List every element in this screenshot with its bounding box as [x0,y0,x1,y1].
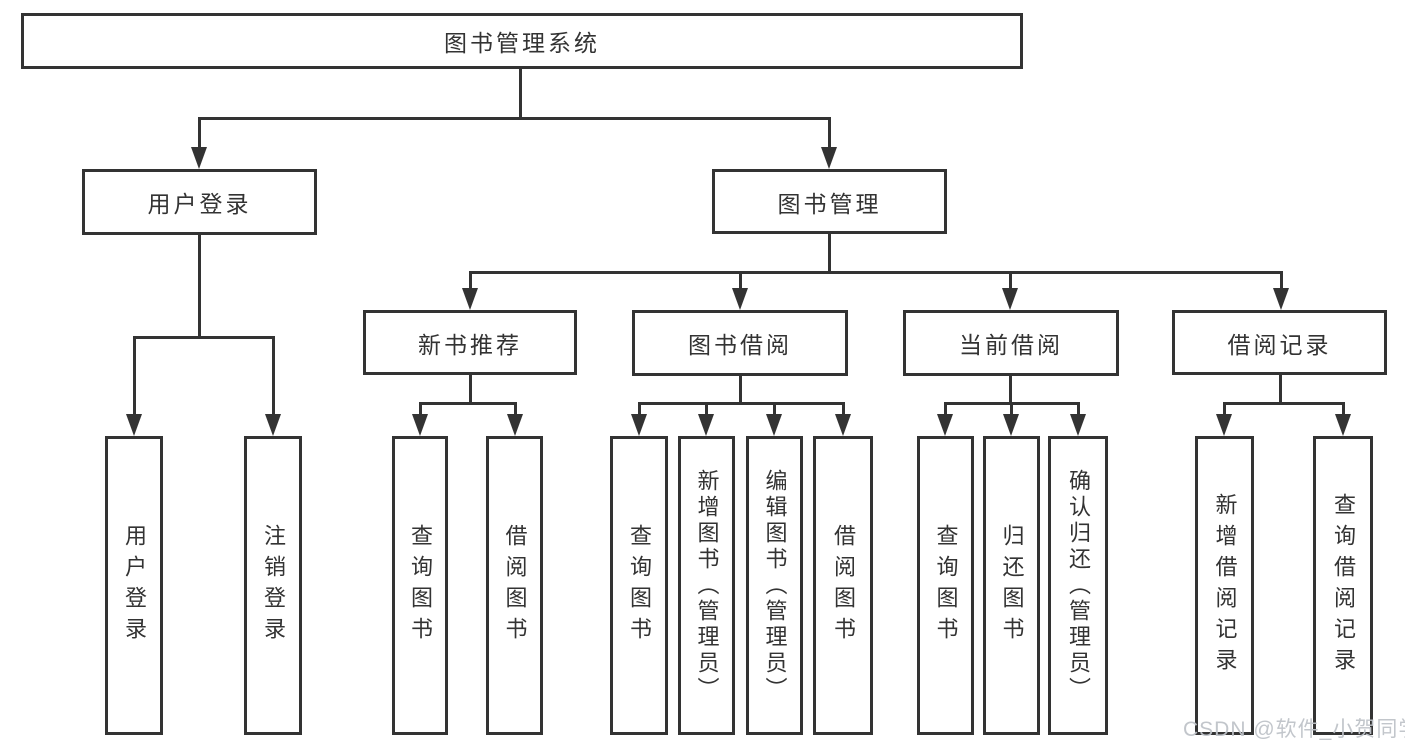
connector-bar [638,402,845,405]
connector-drop [514,402,517,418]
node-borrow-record: 借阅记录 [1172,310,1387,375]
connector-stem [1279,375,1282,405]
connector-drop [133,336,136,416]
leaf-edit-book-admin: 编辑图书（管理员） [746,436,803,735]
leaf-user-login: 用户登录 [105,436,163,735]
connector-drop [944,402,947,418]
connector-drop [773,402,776,418]
node-current-borrow: 当前借阅 [903,310,1119,376]
arrowhead [698,414,714,436]
arrowhead [937,414,953,436]
arrowhead [631,414,647,436]
connector-drop [1077,402,1080,418]
connector-drop [1280,271,1283,292]
leaf-label: 归还图书 [999,523,1025,648]
connector-drop [1010,402,1013,418]
arrowhead [1002,288,1018,310]
arrowhead [1070,414,1086,436]
connector-book-mgmt-drop [828,117,831,148]
leaf-label: 用户登录 [122,523,147,648]
arrowhead [732,288,748,310]
connector-drop [638,402,641,418]
node-user-login-label: 用户登录 [147,191,252,217]
connector-stem [1009,376,1012,405]
leaf-label: 新增图书（管理员） [694,468,720,703]
node-label: 当前借阅 [959,332,1063,358]
csdn-watermark: CSDN @软件_小贺同学 [1183,718,1405,741]
leaf-borrow-book-recommend: 借阅图书 [486,436,543,735]
connector-stem [469,375,472,405]
leaf-query-book-recommend: 查询图书 [392,436,448,735]
arrowhead [462,288,478,310]
arrowhead [191,147,207,169]
connector-drop [739,271,742,292]
leaf-label: 查询借阅记录 [1331,492,1356,679]
leaf-label: 新增借阅记录 [1212,492,1238,679]
leaf-add-book-admin: 新增图书（管理员） [678,436,735,735]
node-label: 图书借阅 [688,332,792,358]
node-new-book-recommend: 新书推荐 [363,310,577,375]
node-book-mgmt: 图书管理 [712,169,947,234]
arrowhead [1216,414,1232,436]
connector-drop [1009,271,1012,292]
leaf-label: 确认归还（管理员） [1066,468,1091,703]
arrowhead [507,414,523,436]
connector-drop [842,402,845,418]
arrowhead [1003,414,1019,436]
arrowhead [766,414,782,436]
leaf-label: 借阅图书 [831,523,856,648]
leaf-borrow-book: 借阅图书 [813,436,873,735]
leaf-label: 注销登录 [261,523,286,648]
connector-bar [419,402,517,405]
connector-stem [739,376,742,405]
connector-drop [469,271,472,292]
node-root: 图书管理系统 [21,13,1023,69]
arrowhead [835,414,851,436]
connector-level3-bar [469,271,1283,274]
connector-level2-bar [198,117,831,120]
leaf-return-book: 归还图书 [983,436,1040,735]
leaf-query-book-borrow: 查询图书 [610,436,668,735]
leaf-query-book-current: 查询图书 [917,436,974,735]
leaf-confirm-return-admin: 确认归还（管理员） [1048,436,1108,735]
leaf-label: 借阅图书 [502,523,528,648]
connector-drop [705,402,708,418]
connector-drop [1342,402,1345,418]
arrowhead [126,414,142,436]
connector-drop [419,402,422,418]
node-user-login: 用户登录 [82,169,317,235]
connector-user-login-bar [133,336,275,339]
node-label: 新书推荐 [418,331,522,358]
arrowhead [265,414,281,436]
connector-root-stem [519,69,522,120]
leaf-label: 查询图书 [933,523,959,648]
leaf-query-borrow-record: 查询借阅记录 [1313,436,1373,735]
node-label: 借阅记录 [1227,331,1332,358]
arrowhead [1273,288,1289,310]
arrowhead [821,147,837,169]
node-root-label: 图书管理系统 [444,30,600,56]
arrowhead [1335,414,1351,436]
connector-bar [1223,402,1345,405]
connector-drop [1223,402,1226,418]
node-book-borrow: 图书借阅 [632,310,848,376]
connector-user-login-stem [198,235,201,339]
connector-drop [272,336,275,416]
connector-book-mgmt-stem [828,233,831,274]
connector-user-login-drop [198,117,201,148]
leaf-label: 编辑图书（管理员） [762,468,788,703]
leaf-add-borrow-record: 新增借阅记录 [1195,436,1254,735]
leaf-logout: 注销登录 [244,436,302,735]
arrowhead [412,414,428,436]
leaf-label: 查询图书 [408,523,433,648]
leaf-label: 查询图书 [627,523,652,648]
node-book-mgmt-label: 图书管理 [777,190,882,217]
